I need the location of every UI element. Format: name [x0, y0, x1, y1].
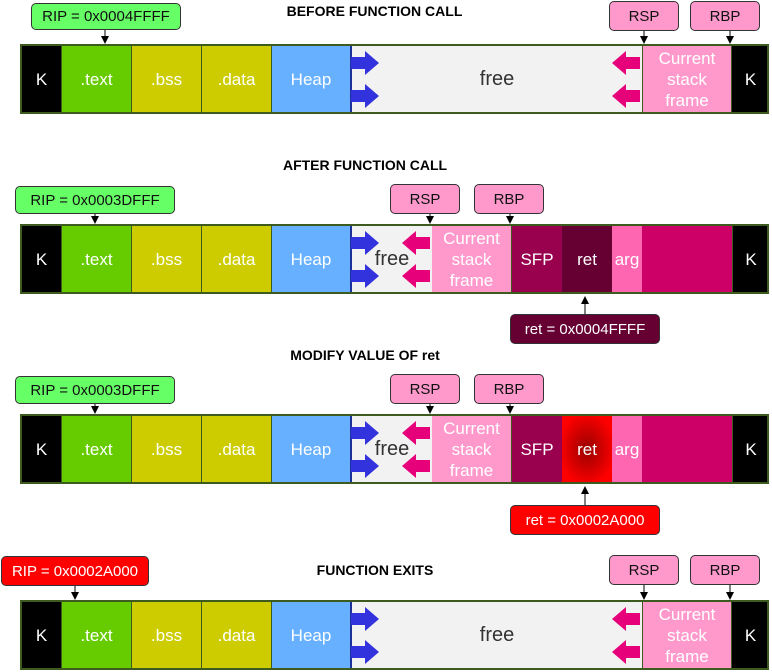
- memory-bar-before-call: K .text .bss .data Heap free Current sta…: [20, 44, 769, 114]
- data-segment: .data: [202, 602, 272, 668]
- text-segment: .text: [62, 602, 132, 668]
- text-segment: .text: [62, 46, 132, 112]
- sfp-segment: SFP: [512, 416, 562, 482]
- rsp-label: RSP: [390, 374, 460, 404]
- arg-segment: arg: [612, 416, 642, 482]
- rbp-label: RBP: [690, 1, 760, 31]
- caller-stack-segment: [642, 226, 732, 292]
- panel-2-title: AFTER FUNCTION CALL: [282, 157, 448, 173]
- rip-label: RIP = 0x0003DFFF: [15, 186, 175, 214]
- heap-segment: Heap: [272, 416, 352, 482]
- data-segment: .data: [202, 226, 272, 292]
- data-segment: .data: [202, 46, 272, 112]
- ret-value-label: ret = 0x0002A000: [510, 505, 660, 535]
- kernel-segment: K: [22, 602, 62, 668]
- kernel-segment: K: [22, 416, 62, 482]
- rip-label: RIP = 0x0004FFFF: [31, 3, 181, 30]
- text-segment: .text: [62, 226, 132, 292]
- kernel-segment: K: [22, 46, 62, 112]
- free-segment: free: [352, 226, 432, 292]
- bss-segment: .bss: [132, 46, 202, 112]
- memory-bar-after-call: K .text .bss .data Heap free Current sta…: [20, 224, 769, 294]
- kernel-segment: K: [732, 226, 767, 292]
- rip-label: RIP = 0x0003DFFF: [15, 376, 175, 404]
- arg-segment: arg: [612, 226, 642, 292]
- heap-segment: Heap: [272, 46, 352, 112]
- caller-stack-segment: [642, 416, 732, 482]
- rbp-label: RBP: [474, 184, 544, 214]
- rbp-label: RBP: [474, 374, 544, 404]
- panel-3-title: MODIFY VALUE OF ret: [290, 347, 440, 363]
- stack-frame-segment: Current stack frame: [642, 602, 732, 668]
- heap-segment: Heap: [272, 226, 352, 292]
- stack-frame-segment: Current stack frame: [432, 226, 512, 292]
- kernel-segment: K: [22, 226, 62, 292]
- sfp-segment: SFP: [512, 226, 562, 292]
- rip-label: RIP = 0x0002A000: [1, 556, 149, 586]
- ret-segment-modified: ret: [562, 416, 612, 482]
- heap-segment: Heap: [272, 602, 352, 668]
- free-segment: free: [352, 416, 432, 482]
- bss-segment: .bss: [132, 416, 202, 482]
- rsp-label: RSP: [609, 1, 679, 31]
- kernel-segment: K: [732, 602, 767, 668]
- panel-1-title: BEFORE FUNCTION CALL: [286, 3, 463, 19]
- rsp-label: RSP: [390, 184, 460, 214]
- kernel-segment: K: [732, 46, 767, 112]
- ret-value-label: ret = 0x0004FFFF: [510, 314, 660, 344]
- kernel-segment: K: [732, 416, 767, 482]
- rbp-label: RBP: [690, 555, 760, 585]
- stack-frame-segment: Current stack frame: [432, 416, 512, 482]
- rsp-label: RSP: [609, 555, 679, 585]
- ret-segment: ret: [562, 226, 612, 292]
- memory-bar-modify-ret: K .text .bss .data Heap free Current sta…: [20, 414, 769, 484]
- bss-segment: .bss: [132, 226, 202, 292]
- stack-frame-segment: Current stack frame: [642, 46, 732, 112]
- text-segment: .text: [62, 416, 132, 482]
- memory-bar-function-exits: K .text .bss .data Heap free Current sta…: [20, 600, 769, 670]
- panel-4-title: FUNCTION EXITS: [316, 562, 434, 578]
- data-segment: .data: [202, 416, 272, 482]
- bss-segment: .bss: [132, 602, 202, 668]
- free-segment: free: [352, 602, 642, 668]
- free-segment: free: [352, 46, 642, 112]
